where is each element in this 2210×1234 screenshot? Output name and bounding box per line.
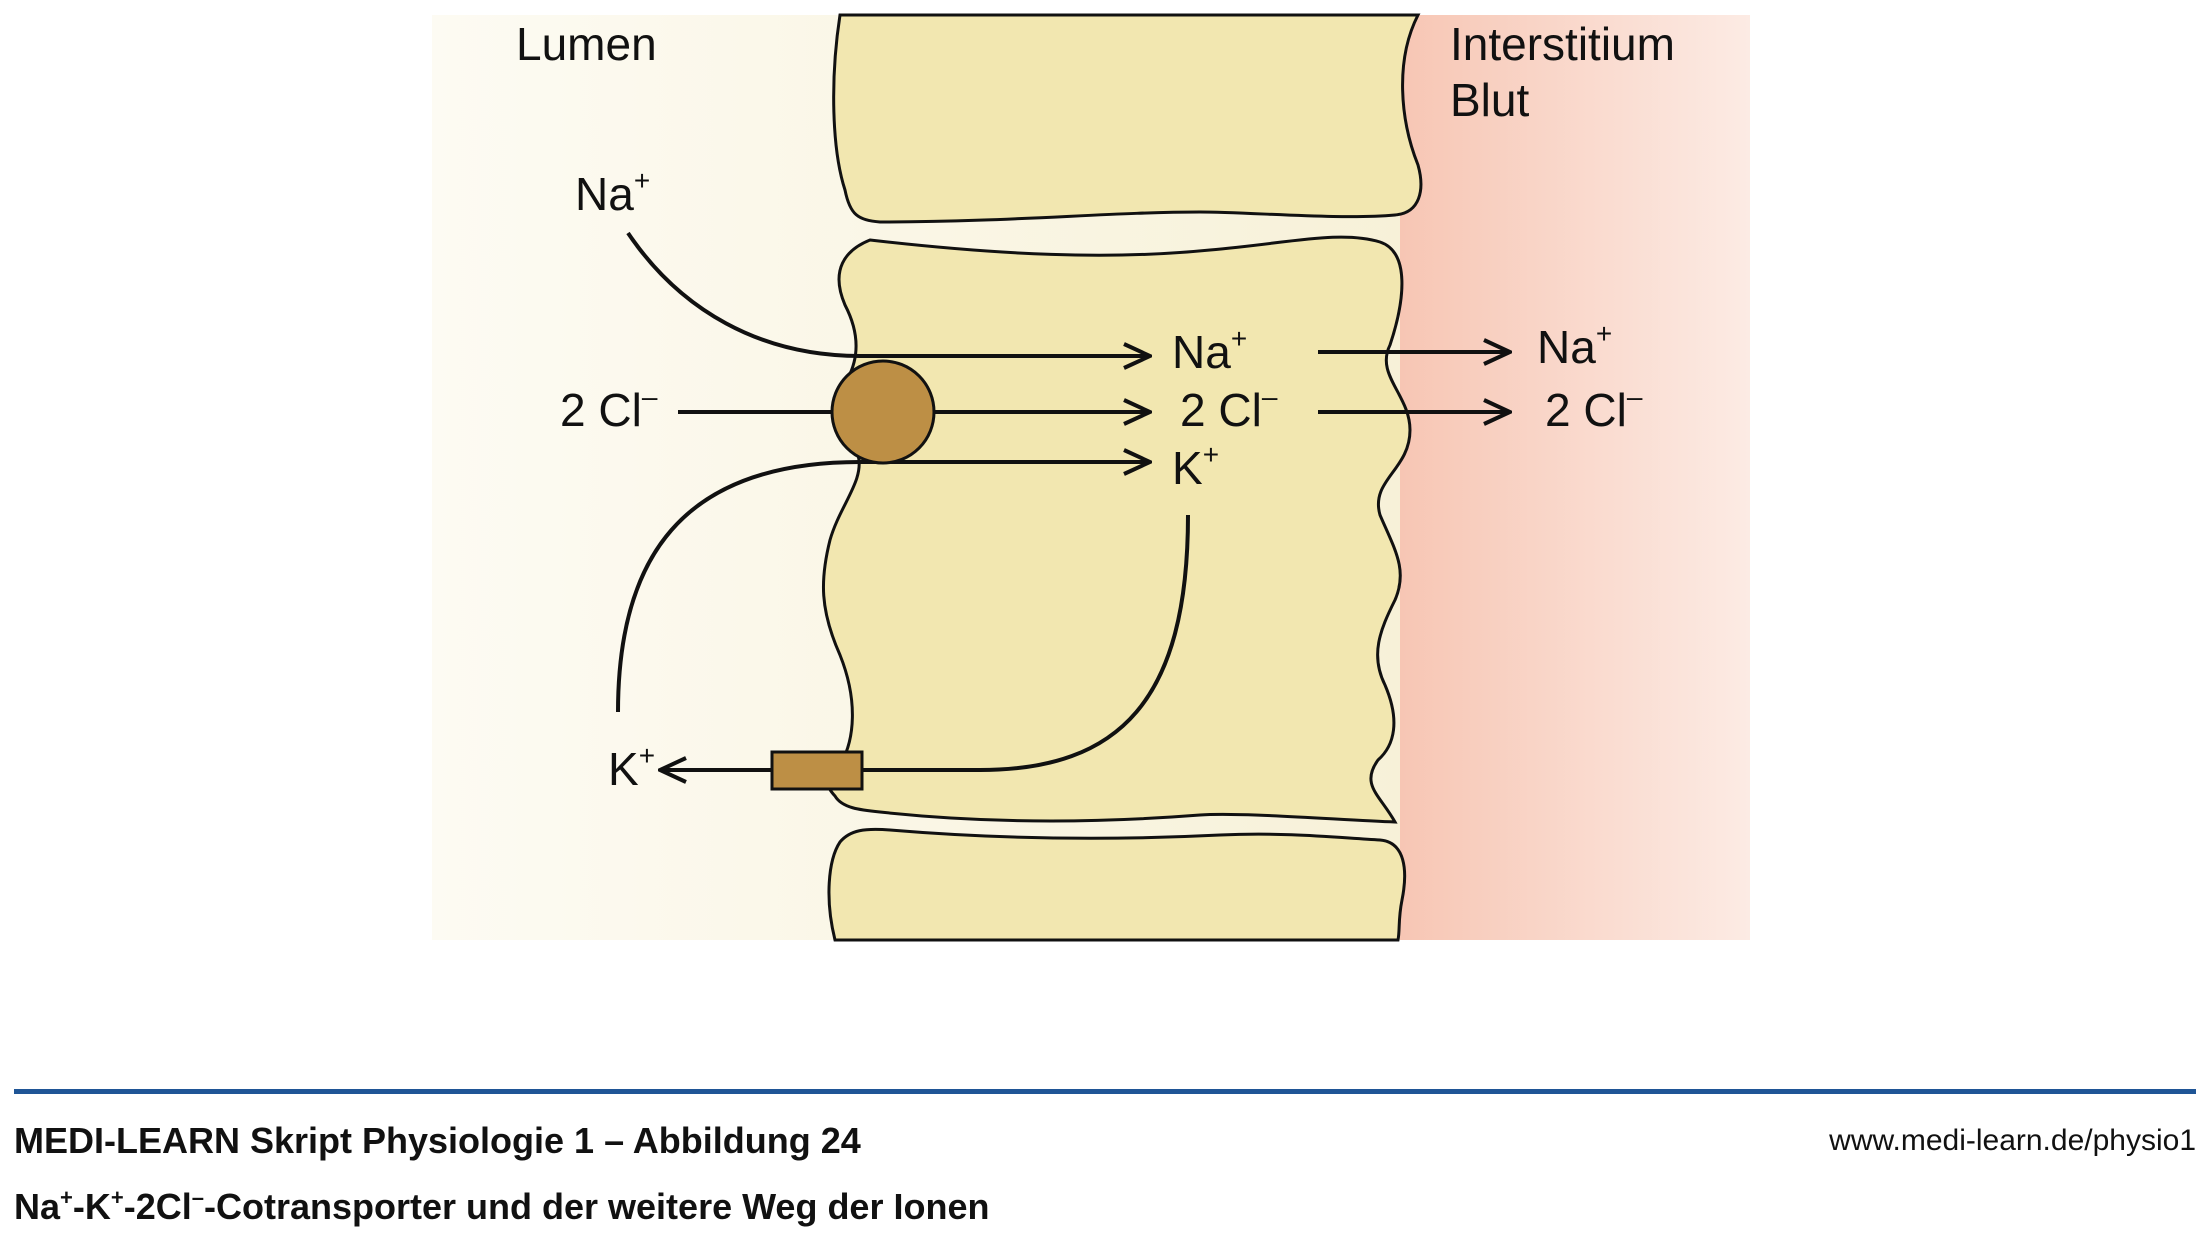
cl-cell-label: 2 Cl– xyxy=(1180,381,1278,436)
source-link[interactable]: www.medi-learn.de/physio1 xyxy=(1829,1124,2196,1157)
cl-blood-label: 2 Cl– xyxy=(1545,381,1643,436)
interstitium-label: Interstitium xyxy=(1450,18,1675,70)
epithelial-cell-main xyxy=(822,235,1412,824)
caption-cl: -2Cl xyxy=(123,1186,192,1227)
epithelial-cell-bottom xyxy=(827,827,1407,942)
figure-caption: Na+-K+-2Cl–-Cotransporter und der weiter… xyxy=(14,1186,989,1228)
na-inflow-curve xyxy=(626,231,1150,356)
caption-k-charge: + xyxy=(110,1185,124,1210)
caption-k: -K xyxy=(72,1186,111,1227)
blut-label: Blut xyxy=(1450,74,1529,126)
epithelial-cell-top xyxy=(832,13,1423,224)
caption-rest: -Cotransporter und der weitere Weg der I… xyxy=(204,1186,990,1227)
k-recycling-curve xyxy=(660,514,1190,770)
na-lumen-label: Na+ xyxy=(575,165,650,220)
caption-na: Na xyxy=(14,1186,61,1227)
k-inflow-curve xyxy=(616,462,1150,713)
cl-lumen-label: 2 Cl– xyxy=(560,381,658,436)
k-channel xyxy=(770,750,864,791)
k-cell-label: K+ xyxy=(1172,439,1219,494)
na-cell-label: Na+ xyxy=(1172,323,1247,378)
caption-na-charge: + xyxy=(60,1185,73,1210)
figure-source-title: MEDI-LEARN Skript Physiologie 1 – Abbild… xyxy=(14,1120,861,1161)
caption-cl-charge: – xyxy=(191,1185,205,1210)
interstitium-background xyxy=(1400,15,1750,940)
lumen-label: Lumen xyxy=(516,18,657,70)
k-lumen-label: K+ xyxy=(608,740,655,795)
nkcc-cotransporter xyxy=(830,359,936,465)
footer-divider xyxy=(14,1089,2196,1094)
na-blood-label: Na+ xyxy=(1537,318,1612,373)
